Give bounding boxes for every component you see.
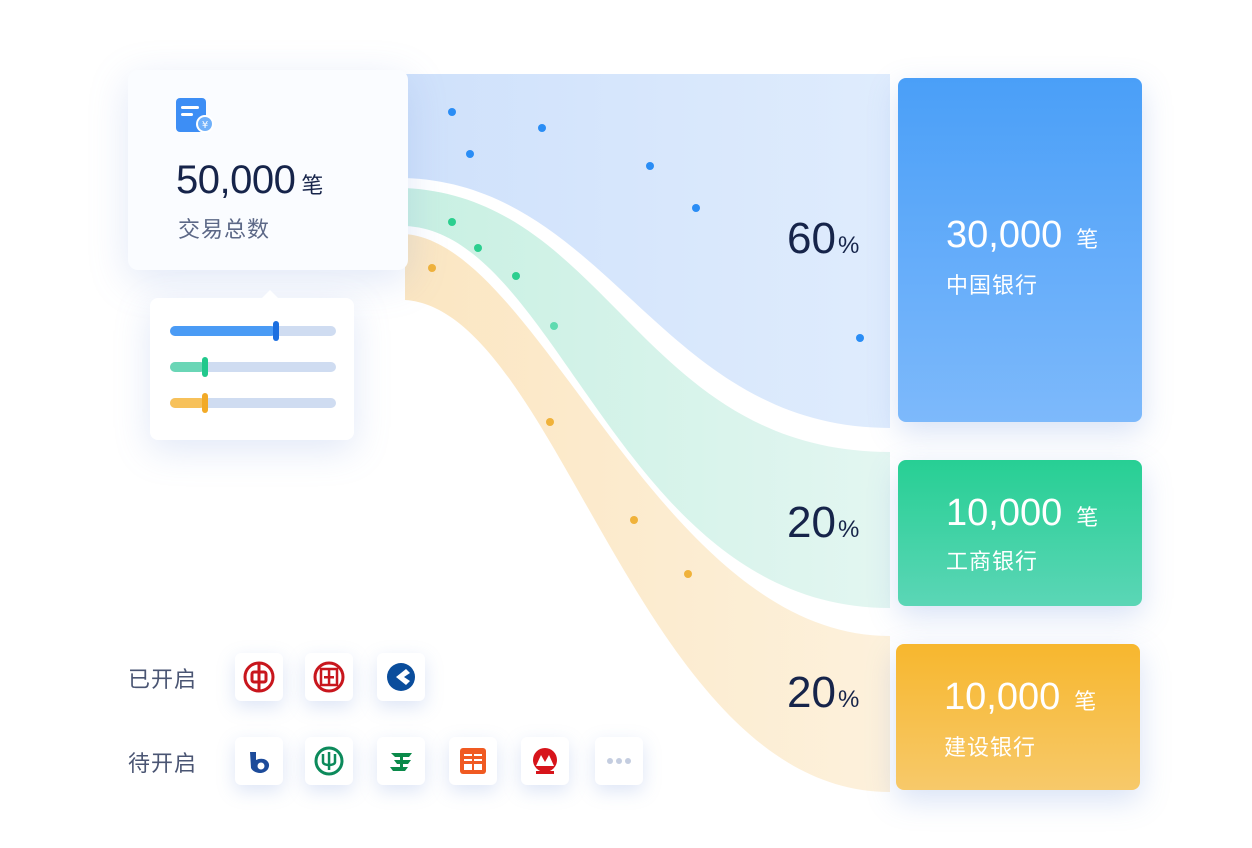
document-yuan-icon: ¥ bbox=[176, 98, 214, 133]
bank-logo-abc[interactable] bbox=[305, 737, 353, 785]
bank-logo-boc[interactable] bbox=[235, 653, 283, 701]
percent-ccb: 20% bbox=[787, 668, 860, 717]
cmb-logo-icon bbox=[533, 748, 557, 774]
flow-ribbon-ccb bbox=[405, 234, 890, 792]
svg-text:¥: ¥ bbox=[202, 120, 208, 131]
bocom-logo-icon bbox=[250, 752, 270, 774]
slider-fill bbox=[170, 362, 205, 372]
slider-handle[interactable] bbox=[201, 357, 208, 377]
slider-icbc[interactable] bbox=[170, 357, 336, 377]
bank-name: 建设银行 bbox=[944, 735, 1037, 760]
total-label: 交易总数 bbox=[178, 217, 271, 242]
distribution-sliders-card bbox=[150, 290, 354, 440]
slider-fill bbox=[170, 398, 205, 408]
slider-ccb[interactable] bbox=[170, 393, 336, 413]
abc-logo-icon bbox=[314, 746, 344, 776]
bank-logo-psbc[interactable] bbox=[377, 737, 425, 785]
more-icon bbox=[607, 758, 631, 764]
bank-logo-pingan[interactable] bbox=[449, 737, 497, 785]
slider-fill bbox=[170, 326, 277, 336]
enabled-label: 已开启 bbox=[128, 667, 198, 692]
boc-logo-icon bbox=[243, 661, 275, 693]
total-unit: 笔 bbox=[301, 173, 323, 198]
pending-label: 待开启 bbox=[128, 751, 198, 776]
psbc-logo-icon bbox=[390, 753, 412, 771]
bank-logo-ccb[interactable] bbox=[377, 653, 425, 701]
percent-boc: 60% bbox=[787, 214, 860, 263]
more-button[interactable] bbox=[595, 737, 643, 785]
percent-icbc: 20% bbox=[787, 498, 860, 547]
bank-name: 工商银行 bbox=[946, 549, 1039, 574]
bank-name: 中国银行 bbox=[946, 273, 1039, 298]
bank-logo-bocom[interactable] bbox=[235, 737, 283, 785]
flow-ribbon-boc bbox=[405, 74, 890, 428]
icbc-logo-icon bbox=[313, 661, 345, 693]
slider-handle[interactable] bbox=[273, 321, 280, 341]
slider-boc[interactable] bbox=[170, 321, 336, 341]
bank-logo-cmb[interactable] bbox=[521, 737, 569, 785]
flow-dots bbox=[428, 108, 864, 578]
slider-handle[interactable] bbox=[201, 393, 208, 413]
pingan-logo-icon bbox=[460, 748, 486, 774]
bank-logo-icbc[interactable] bbox=[305, 653, 353, 701]
ccb-logo-icon bbox=[387, 663, 415, 691]
flow-ribbon-icbc bbox=[405, 188, 890, 608]
